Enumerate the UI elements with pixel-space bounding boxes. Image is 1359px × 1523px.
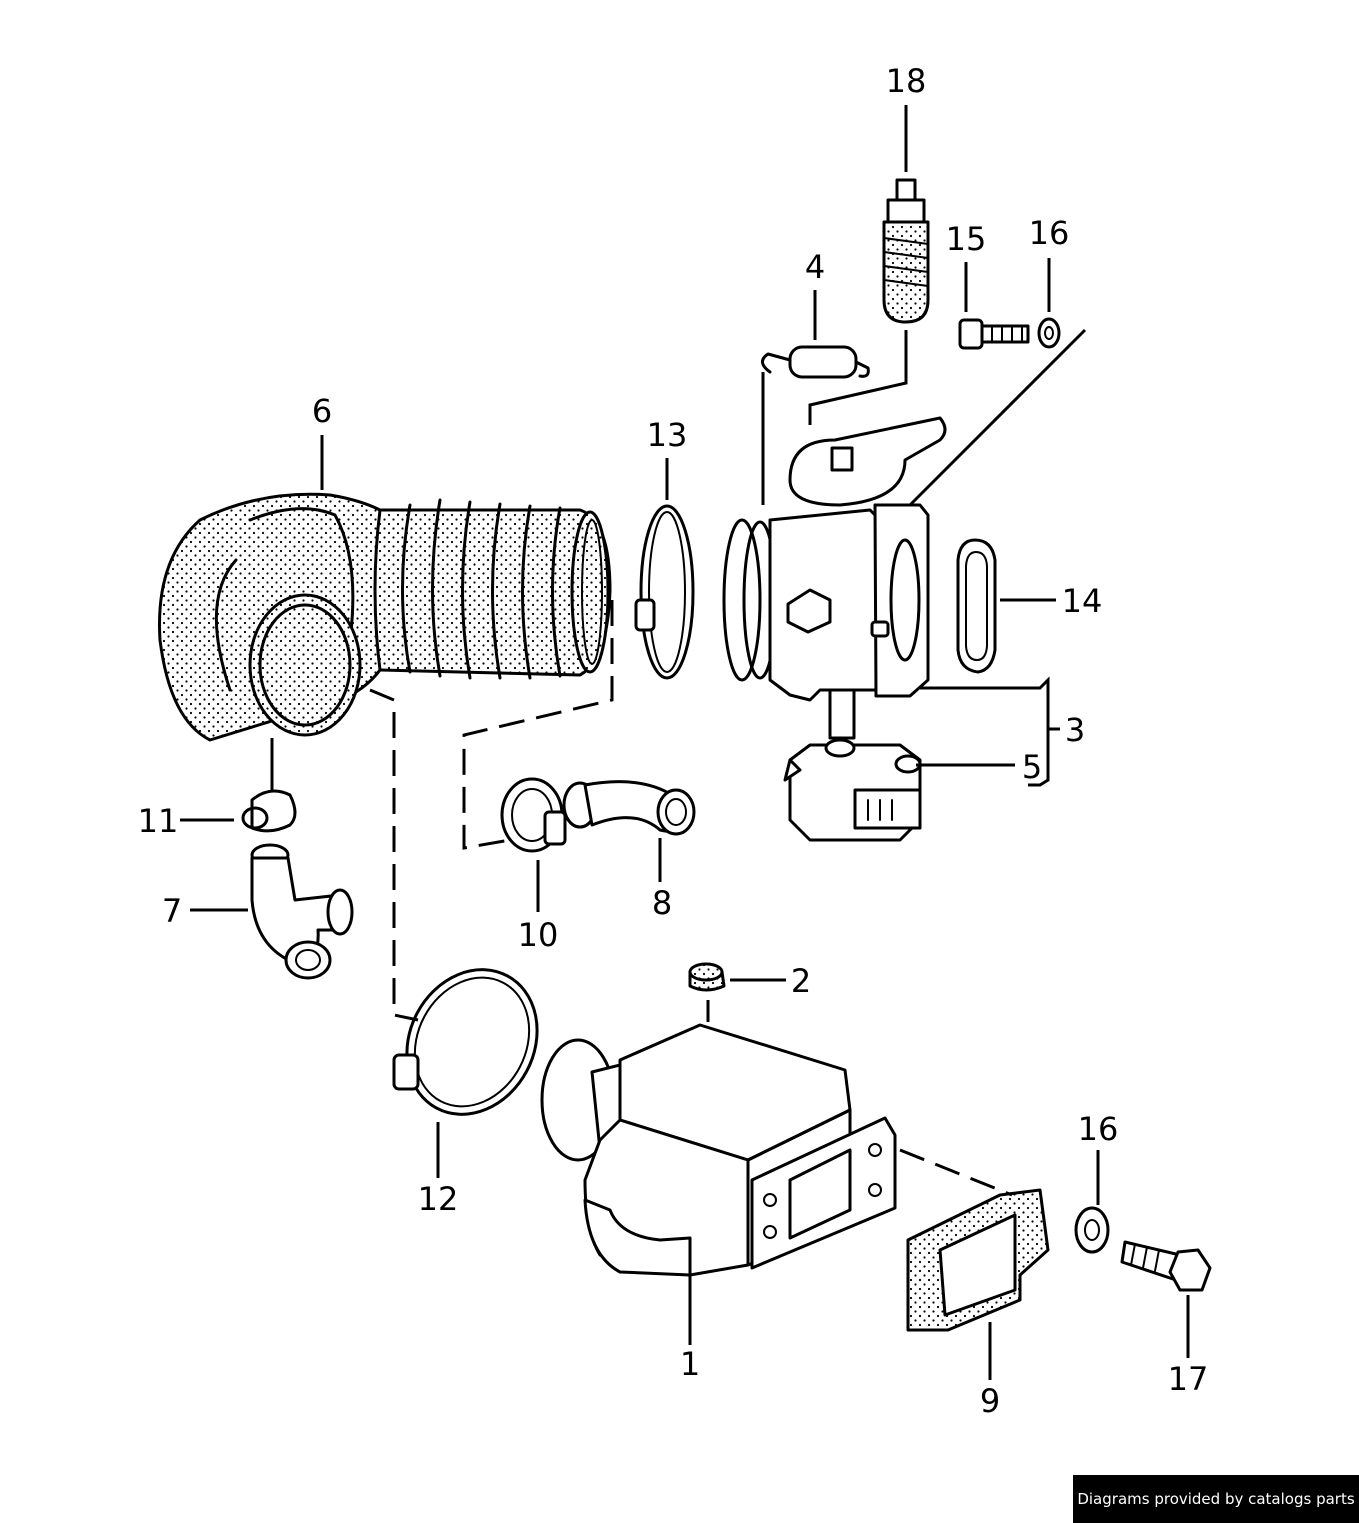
part-16-washer-upper [1037, 317, 1061, 349]
part-14-gasket [956, 538, 997, 674]
part-5-sensor [783, 738, 922, 842]
part-3-throttle-body [722, 416, 947, 740]
callout-8: 8 [652, 884, 672, 922]
callout-12: 12 [418, 1180, 459, 1218]
part-17-bolt [1120, 1240, 1212, 1292]
callout-11: 11 [138, 802, 179, 840]
part-4-spring [761, 345, 870, 379]
callout-13: 13 [647, 416, 688, 454]
part-7-fitting [250, 843, 354, 980]
part-10-clamp [500, 777, 567, 853]
callouts: 18 15 16 4 6 13 14 3 5 11 7 10 8 2 12 16… [138, 62, 1209, 1420]
part-11-small-clamp [241, 789, 297, 833]
assembly-lines [369, 600, 1013, 1197]
callout-3: 3 [1065, 711, 1085, 749]
part-16-washer-lower [1074, 1206, 1110, 1254]
part-1-air-flow-meter [540, 1023, 897, 1277]
part-9-flange-gasket [906, 1188, 1050, 1332]
callout-5: 5 [1022, 748, 1042, 786]
callout-4: 4 [805, 248, 825, 286]
callout-6: 6 [312, 392, 332, 430]
credit-banner: Diagrams provided by catalogs parts [1073, 1475, 1359, 1523]
callout-9: 9 [980, 1382, 1000, 1420]
callout-18: 18 [886, 62, 927, 100]
callout-16-upper: 16 [1029, 214, 1070, 252]
callout-10: 10 [518, 916, 559, 954]
callout-16-lower: 16 [1078, 1110, 1119, 1148]
part-12-large-clamp [392, 968, 539, 1116]
part-15-bolt [958, 318, 1030, 350]
part-6-air-boot [158, 492, 612, 742]
callout-17: 17 [1168, 1360, 1209, 1398]
leader-lines [180, 105, 1190, 1380]
part-8-elbow-hose [562, 780, 696, 836]
callout-14: 14 [1062, 582, 1103, 620]
callout-7: 7 [162, 892, 182, 930]
part-2-cap [688, 962, 726, 992]
callout-2: 2 [791, 962, 811, 1000]
callout-15: 15 [946, 220, 987, 258]
part-18-screw [882, 178, 930, 324]
callout-1: 1 [680, 1345, 700, 1383]
part-13-clamp [634, 504, 695, 680]
